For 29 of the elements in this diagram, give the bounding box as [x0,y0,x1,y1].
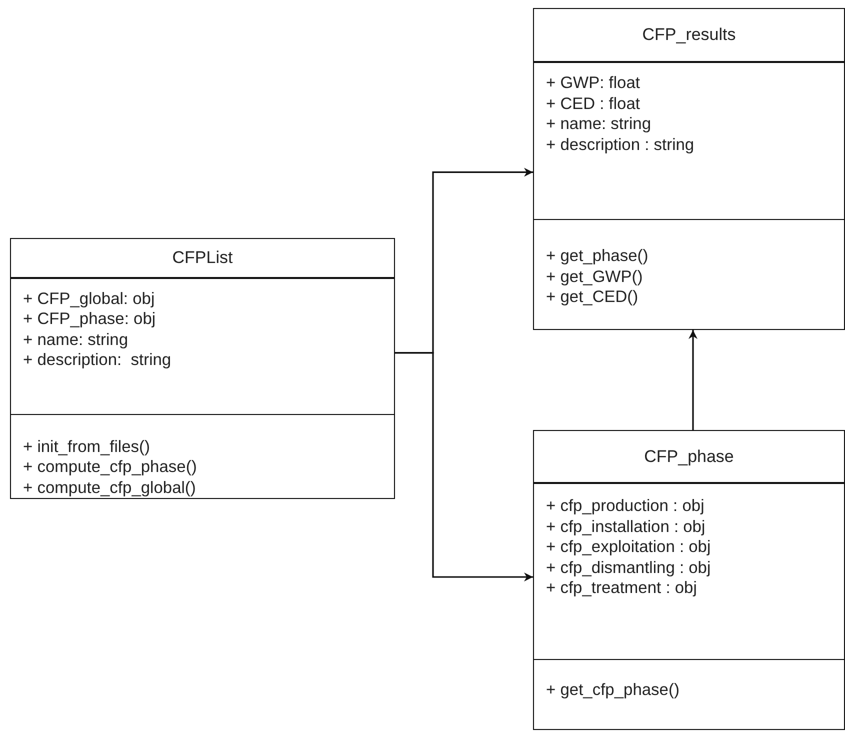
attribute-text: + cfp_dismantling : obj [546,558,712,578]
attribute-text: + cfp_production : obj [546,496,706,516]
attribute-text: + CFP_phase: obj [23,309,157,330]
class-name: CFPList [172,248,233,268]
class-name: CFP_phase [644,446,734,466]
attribute-text: + name: string [23,330,130,350]
attribute-text: + GWP: float [546,73,641,94]
class-box [533,8,845,330]
method-text: + compute_cfp_phase() [23,457,198,478]
method-text: + get_CED() [546,287,640,308]
attribute-text: + cfp_exploitation : obj [546,537,712,558]
method-text: + get_phase() [546,246,650,266]
method-text: + get_GWP() [546,266,644,287]
attribute-text: + cfp_treatment : obj [546,578,698,598]
attribute-text: + description : string [546,134,696,155]
method-text: + get_cfp_phase() [546,680,680,700]
attribute-text: + cfp_installation : obj [546,516,706,537]
attribute-text: + description: string [23,350,172,371]
method-text: + init_from_files() [23,436,151,457]
attribute-text: + CED : float [546,94,641,114]
arrow [688,330,698,430]
methods-compartment [11,414,394,498]
class-box [10,238,395,499]
attribute-text: + name: string [546,114,652,134]
arrow [395,352,533,582]
class-box [533,430,845,730]
attribute-text: + CFP_global: obj [23,288,156,310]
class-name: CFP_results [642,25,736,45]
method-text: + compute_cfp_global() [23,478,197,498]
